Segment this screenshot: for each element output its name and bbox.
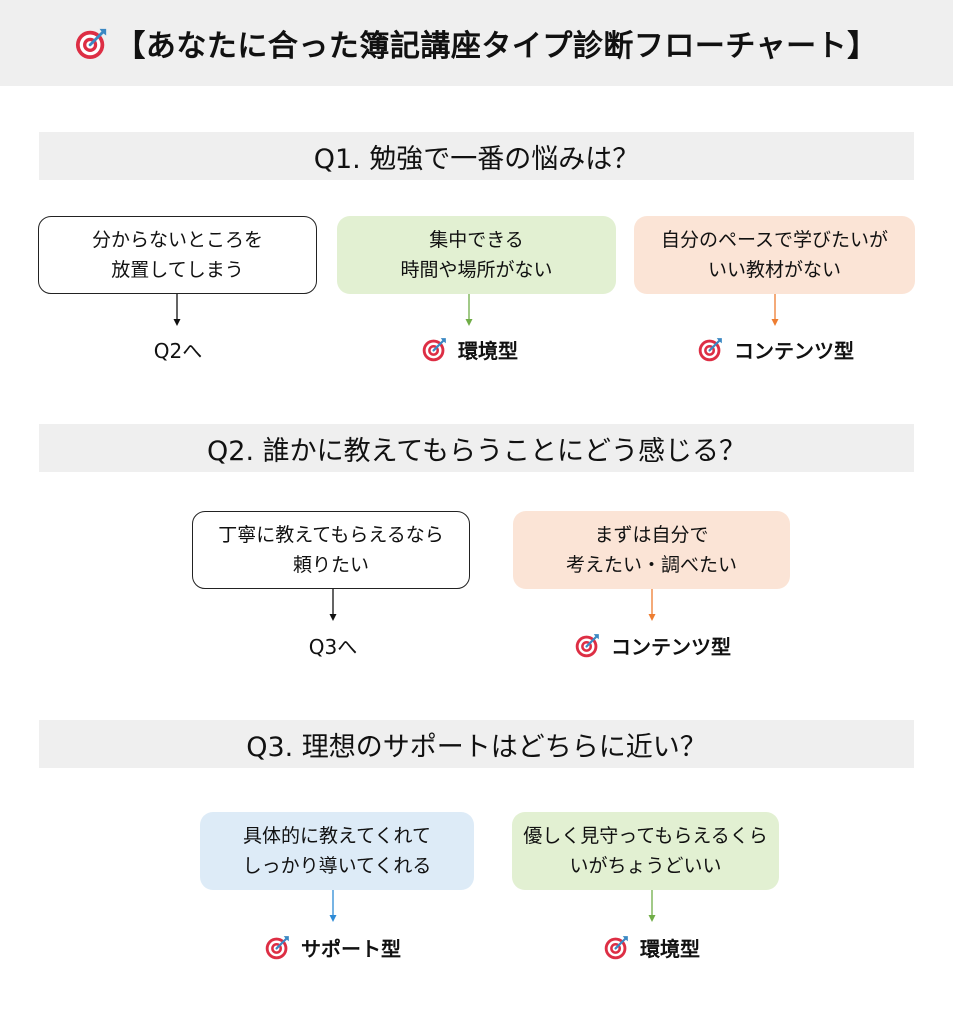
direct-hit-target-icon — [698, 338, 722, 362]
q1-option-2-line2: 時間や場所がない — [400, 259, 553, 281]
q3-option-2-line2: いがちょうどいい — [569, 855, 722, 877]
question-1-text: Q1. 勉強で一番の悩みは？ — [313, 143, 640, 175]
direct-hit-target-icon — [422, 338, 446, 362]
q3-option-1-result-label: サポート型 — [301, 936, 401, 961]
q2-option-2-result-label: コンテンツ型 — [611, 634, 731, 659]
q2-option-1-result: Q3へ — [273, 630, 393, 660]
q2-option-1-box: 丁寧に教えてもらえるなら 頼りたい — [192, 511, 470, 589]
q1-option-1-line2: 放置してしまう — [111, 259, 244, 281]
q1-option-1-box: 分からないところを 放置してしまう — [38, 216, 317, 294]
q1-option-3-box: 自分のペースで学びたいが いい教材がない — [634, 216, 915, 294]
q1-option-3-line2: いい教材がない — [707, 259, 841, 281]
question-2-bar: Q2. 誰かに教えてもらうことにどう感じる？ — [39, 424, 914, 472]
q2-option-2-arrow — [648, 589, 656, 621]
q1-option-3-arrow — [771, 294, 779, 326]
q3-option-2-result: 環境型 — [572, 932, 732, 962]
question-3-bar: Q3. 理想のサポートはどちらに近い？ — [39, 720, 914, 768]
q1-option-1-arrow — [173, 294, 181, 326]
q1-option-2-result-label: 環境型 — [458, 338, 518, 363]
q1-option-2-line1: 集中できる — [429, 229, 524, 251]
direct-hit-target-icon — [575, 634, 599, 658]
q1-option-3-result-label: コンテンツ型 — [734, 338, 854, 363]
q1-option-1-result-label: Q2へ — [153, 338, 203, 363]
q2-option-2-line1: まずは自分で — [594, 524, 709, 546]
question-3-text: Q3. 理想のサポートはどちらに近い？ — [246, 731, 707, 763]
question-2-text: Q2. 誰かに教えてもらうことにどう感じる？ — [207, 435, 746, 467]
q1-option-2-arrow — [465, 294, 473, 326]
title-bar: 【あなたに合った簿記講座タイプ診断フローチャート】 — [0, 0, 953, 86]
q3-option-1-arrow — [329, 890, 337, 922]
q3-option-2-box: 優しく見守ってもらえるくら いがちょうどいい — [512, 812, 779, 890]
q3-option-1-line1: 具体的に教えてくれて — [243, 825, 431, 847]
q2-option-2-result: コンテンツ型 — [553, 630, 753, 660]
q2-option-1-line2: 頼りたい — [292, 554, 369, 576]
page-title: 【あなたに合った簿記講座タイプ診断フローチャート】 — [115, 29, 878, 64]
q1-option-1-line1: 分からないところを — [91, 229, 263, 251]
q3-option-1-box: 具体的に教えてくれて しっかり導いてくれる — [200, 812, 474, 890]
q2-option-1-line1: 丁寧に教えてもらえるなら — [218, 524, 444, 546]
q1-option-1-result: Q2へ — [118, 334, 238, 364]
q3-option-2-line1: 優しく見守ってもらえるくら — [523, 825, 768, 847]
q3-option-1-line2: しっかり導いてくれる — [242, 855, 432, 877]
direct-hit-target-icon — [265, 936, 289, 960]
q1-option-2-box: 集中できる 時間や場所がない — [337, 216, 616, 294]
direct-hit-target-icon — [604, 936, 628, 960]
q1-option-3-result: コンテンツ型 — [676, 334, 876, 364]
q2-option-2-box: まずは自分で 考えたい・調べたい — [513, 511, 790, 589]
direct-hit-target-icon — [76, 28, 107, 60]
q2-option-1-result-label: Q3へ — [308, 634, 358, 659]
q3-option-2-result-label: 環境型 — [640, 936, 700, 961]
q3-option-1-result: サポート型 — [243, 932, 423, 962]
q3-option-2-arrow — [648, 890, 656, 922]
question-1-bar: Q1. 勉強で一番の悩みは？ — [39, 132, 914, 180]
q1-option-3-line1: 自分のペースで学びたいが — [660, 229, 889, 251]
q2-option-1-arrow — [329, 589, 337, 621]
q2-option-2-line2: 考えたい・調べたい — [565, 554, 737, 576]
q1-option-2-result: 環境型 — [390, 334, 550, 364]
